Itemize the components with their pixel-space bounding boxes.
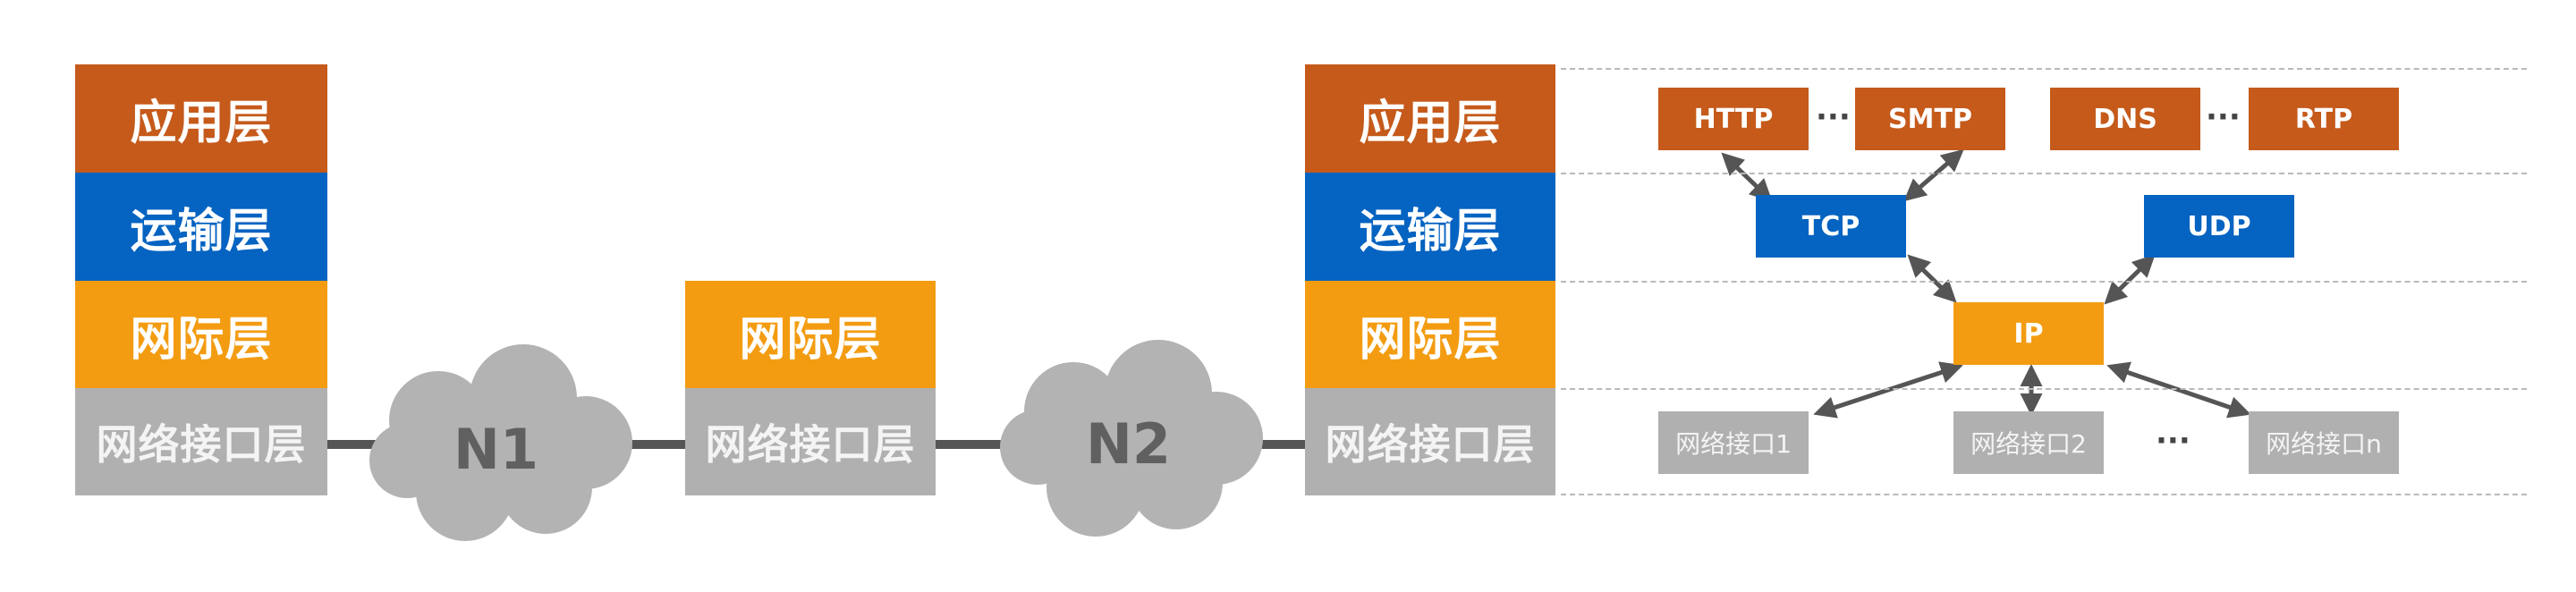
arrow-smtp-tcp xyxy=(1903,148,1964,202)
host-right-internet-layer: 网际层 xyxy=(1305,281,1555,388)
ellipsis-interfaces: ··· xyxy=(2156,423,2190,459)
arrow-http-tcp xyxy=(1721,152,1773,202)
arrow-ip-ifn xyxy=(2106,361,2251,419)
protocol-http: HTTP xyxy=(1658,88,1809,150)
protocol-tcp: TCP xyxy=(1756,195,1906,258)
protocol-smtp: SMTP xyxy=(1855,88,2005,150)
network-n2-label: N2 xyxy=(1086,411,1172,477)
guide-line-4 xyxy=(1561,388,2527,390)
router-internet-layer: 网际层 xyxy=(685,281,936,388)
guide-line-5 xyxy=(1561,494,2527,495)
network-cloud-n2 xyxy=(1000,340,1263,537)
protocol-ip: IP xyxy=(1953,302,2104,365)
protocol-udp: UDP xyxy=(2144,195,2294,258)
network-interface-1: 网络接口1 xyxy=(1658,411,1809,474)
host-left-transport-layer: 运输层 xyxy=(75,173,327,281)
guide-line-3 xyxy=(1561,281,2527,283)
ellipsis-app-1: ··· xyxy=(1816,99,1851,135)
protocol-rtp: RTP xyxy=(2249,88,2399,150)
guide-line-1 xyxy=(1561,68,2527,70)
ellipsis-app-2: ··· xyxy=(2206,99,2241,135)
host-left-link-layer: 网络接口层 xyxy=(75,388,327,495)
network-interface-2: 网络接口2 xyxy=(1953,411,2104,474)
host-right-application-layer: 应用层 xyxy=(1305,64,1555,173)
network-interface-n: 网络接口n xyxy=(2249,411,2399,474)
network-n1-label: N1 xyxy=(453,417,539,482)
host-right-transport-layer: 运输层 xyxy=(1305,173,1555,281)
host-left-application-layer: 应用层 xyxy=(75,64,327,173)
arrow-ip-if1 xyxy=(1813,361,1963,419)
arrow-udp-ip xyxy=(2104,254,2156,305)
protocol-dns: DNS xyxy=(2050,88,2200,150)
host-left-internet-layer: 网际层 xyxy=(75,281,327,388)
router-link-layer: 网络接口层 xyxy=(685,388,936,495)
host-right-link-layer: 网络接口层 xyxy=(1305,388,1555,495)
arrow-tcp-ip xyxy=(1907,254,1957,303)
guide-line-2 xyxy=(1561,173,2527,174)
network-cloud-n1 xyxy=(369,344,632,541)
